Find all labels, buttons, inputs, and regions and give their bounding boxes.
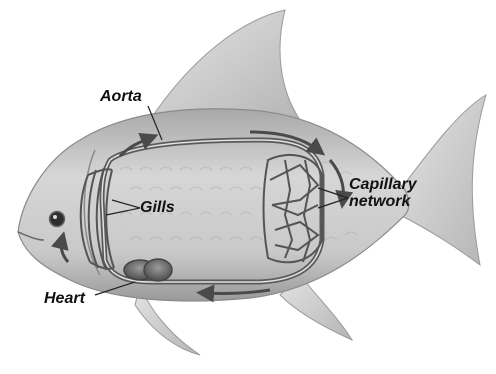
capillary-label-line2: network [349,193,417,210]
heart-organ [124,259,172,281]
heart-label: Heart [44,290,85,307]
aorta-label: Aorta [100,88,142,105]
gills-label: Gills [140,199,175,216]
dorsal-fin [150,10,300,120]
eye [50,212,65,227]
capillary-network-label: Capillary network [349,176,417,210]
capillary-label-line1: Capillary [349,176,417,193]
